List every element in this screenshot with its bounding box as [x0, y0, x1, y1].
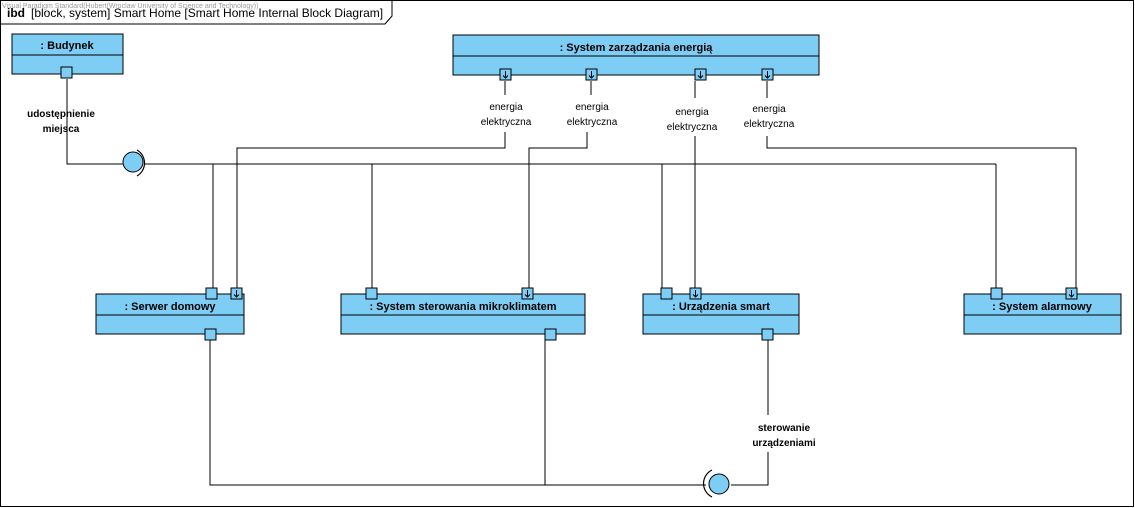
flow-port-alarm[interactable] — [1065, 287, 1078, 300]
socket-arc — [136, 149, 146, 177]
label-udostepnienie: udostępnienie — [27, 109, 95, 120]
flow-port-energia-4[interactable] — [761, 68, 774, 81]
connector-energy-alarm-lower[interactable] — [766, 136, 1077, 288]
port-mikroklimat-top[interactable] — [365, 287, 378, 300]
flow-port-energia-2[interactable] — [585, 68, 598, 81]
block-body — [963, 293, 1122, 335]
arrow-down-icon — [692, 290, 699, 298]
arrow-down-icon — [764, 71, 771, 79]
label-urzadzeniami: urządzeniami — [752, 438, 816, 449]
block-urzadzenia-smart[interactable]: : Urządzenia smart — [642, 293, 800, 335]
interface-ball-icon — [708, 473, 730, 495]
flow-port-serwer[interactable] — [230, 287, 243, 300]
ports — [60, 66, 1003, 341]
label-energia-2: energia — [575, 102, 609, 113]
block-system-alarmowy[interactable]: : System alarmowy — [963, 293, 1122, 335]
flow-port-mikroklimat[interactable] — [521, 287, 534, 300]
interface-udostepnienie[interactable] — [122, 149, 146, 177]
port-alarm-top[interactable] — [990, 287, 1003, 300]
arrow-down-icon — [697, 71, 704, 79]
block-body — [95, 293, 245, 335]
block-system-sterowania-mikroklimatem[interactable]: : System sterowania mikroklimatem — [340, 293, 586, 335]
port-smart-top[interactable] — [660, 287, 673, 300]
block-body — [452, 34, 820, 76]
frame-header-tab — [0, 0, 393, 25]
flow-port-energia-1[interactable] — [499, 68, 512, 81]
interface-sterowanie[interactable] — [703, 469, 730, 498]
label-elektryczna-2: elektryczna — [567, 117, 618, 128]
connector-energy-mikroklimat-lower[interactable] — [528, 132, 588, 288]
port-smart-bottom[interactable] — [761, 328, 774, 341]
connector-serwer-control[interactable] — [209, 340, 706, 486]
arrow-down-icon — [1068, 290, 1075, 298]
frame-keyword: ibd — [7, 6, 25, 20]
frame-title: [block, system] Smart Home [Smart Home I… — [31, 6, 383, 20]
block-name: : Budynek — [40, 40, 94, 52]
arrow-down-icon — [502, 71, 509, 79]
arrow-down-icon — [233, 290, 240, 298]
block-body — [642, 293, 800, 335]
connector-smart-control-lower[interactable] — [731, 452, 769, 486]
port-serwer-top[interactable] — [205, 287, 218, 300]
connector-energy-serwer-lower[interactable] — [236, 132, 506, 288]
label-sterowanie: sterowanie — [758, 423, 811, 434]
flow-port-energia-3[interactable] — [694, 68, 707, 81]
socket-arc — [703, 469, 713, 498]
port-mikroklimat-bottom[interactable] — [544, 328, 557, 341]
label-energia-4: energia — [752, 104, 786, 115]
block-name: : System sterowania mikroklimatem — [369, 301, 556, 313]
connector-labels: udostępnienie miejsca energia elektryczn… — [27, 102, 816, 449]
arrow-down-icon — [588, 71, 595, 79]
port-budynek[interactable] — [60, 66, 73, 79]
block-name: : System alarmowy — [992, 301, 1093, 313]
label-elektryczna-1: elektryczna — [481, 117, 532, 128]
flow-ports — [230, 68, 1078, 300]
block-body — [340, 293, 586, 335]
connector-budynek-interface[interactable] — [66, 79, 123, 165]
label-energia-3: energia — [675, 107, 709, 118]
watermark: Visual Paradigm Standard(Hubert(Wroclaw … — [2, 3, 258, 10]
label-energia-1: energia — [489, 102, 523, 113]
port-serwer-bottom[interactable] — [204, 328, 217, 341]
interface-ball-icon — [122, 151, 144, 173]
block-system-zarzadzania-energia[interactable]: : System zarządzania energią — [452, 34, 820, 76]
label-elektryczna-3: elektryczna — [667, 122, 718, 133]
block-serwer-domowy[interactable]: : Serwer domowy — [95, 293, 245, 335]
connectors — [66, 79, 1077, 486]
block-name: : Urządzenia smart — [672, 301, 770, 313]
arrow-down-icon — [524, 290, 531, 298]
label-elektryczna-4: elektryczna — [744, 119, 795, 130]
block-name: : System zarządzania energią — [560, 42, 714, 54]
block-name: : Serwer domowy — [124, 301, 216, 313]
label-miejsca: miejsca — [43, 124, 80, 135]
flow-port-smart[interactable] — [689, 287, 702, 300]
